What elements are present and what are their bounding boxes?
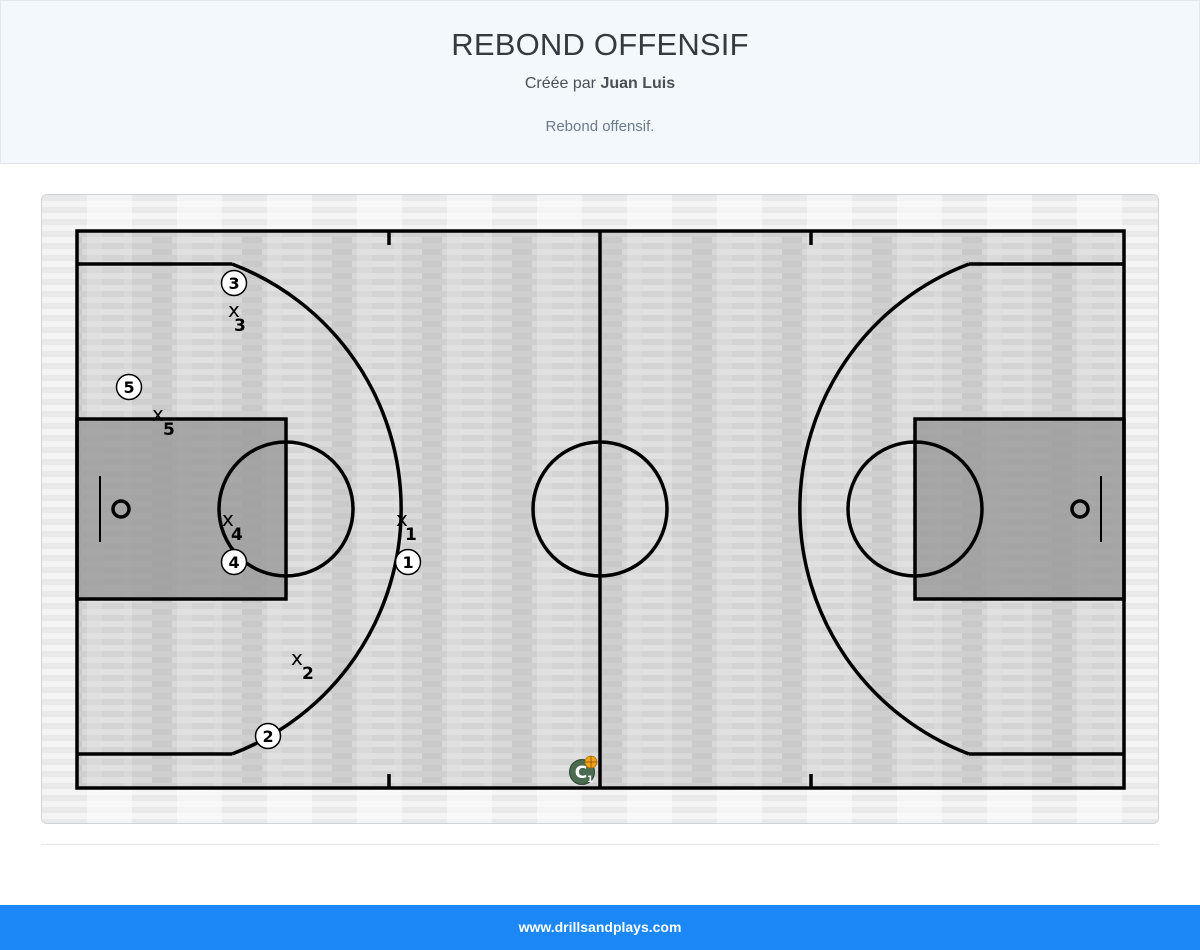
svg-text:x: x [291, 646, 303, 670]
svg-text:C: C [575, 763, 587, 783]
page-header: REBOND OFFENSIF Créée par Juan Luis Rebo… [0, 0, 1200, 164]
svg-text:3: 3 [228, 274, 239, 293]
offense-player-4[interactable]: 4 [220, 548, 248, 576]
offense-player-3[interactable]: 3 [220, 269, 248, 297]
svg-text:x: x [228, 298, 240, 322]
offense-player-1[interactable]: 1 [394, 548, 422, 576]
left-key [77, 419, 286, 599]
right-free-throw-circle [846, 440, 984, 578]
left-key-outline [75, 417, 288, 601]
footer-site-link[interactable]: www.drillsandplays.com [518, 919, 682, 935]
defense-player-3[interactable]: x 3 [228, 298, 246, 336]
play-description: Rebond offensif. [545, 118, 655, 135]
court-diagram: 3 5 4 1 2 x 3 x 5 x 4 [41, 194, 1159, 824]
defense-player-2[interactable]: x 2 [291, 646, 314, 684]
created-by-label: Créée par [524, 75, 596, 92]
defense-player-1[interactable]: x 1 [396, 507, 417, 545]
svg-text:x: x [396, 507, 408, 531]
svg-text:3: 3 [234, 316, 246, 336]
right-key-outline [913, 417, 1126, 601]
section-divider [41, 844, 1159, 845]
author-line: Créée par Juan Luis [1, 74, 1199, 94]
left-hoop [111, 499, 131, 519]
basketball-icon [584, 755, 598, 769]
page-title: REBOND OFFENSIF [451, 27, 749, 62]
left-free-throw-circle [217, 440, 355, 578]
author-name[interactable]: Juan Luis [600, 75, 676, 92]
svg-text:1: 1 [402, 553, 413, 572]
court-svg: 3 5 4 1 2 x 3 x 5 x 4 [42, 195, 1158, 823]
defense-player-5[interactable]: x 5 [152, 402, 175, 440]
page-footer: www.drillsandplays.com [0, 905, 1200, 950]
center-circle [531, 440, 669, 578]
svg-text:x: x [222, 507, 234, 531]
right-key [915, 419, 1124, 599]
svg-text:x: x [152, 402, 164, 426]
svg-text:4: 4 [231, 525, 243, 545]
right-hoop [1070, 499, 1090, 519]
left-three-point-arc [231, 262, 403, 756]
defense-player-4[interactable]: x 4 [222, 507, 243, 545]
svg-text:1: 1 [405, 525, 417, 545]
svg-text:2: 2 [262, 727, 273, 746]
coach-marker[interactable]: C 1 [569, 755, 598, 785]
offense-player-5[interactable]: 5 [115, 373, 143, 401]
svg-text:4: 4 [228, 553, 239, 572]
svg-text:5: 5 [123, 378, 134, 397]
offense-player-2[interactable]: 2 [254, 722, 282, 750]
svg-text:5: 5 [163, 420, 175, 440]
svg-text:2: 2 [302, 664, 314, 684]
svg-text:1: 1 [587, 775, 593, 785]
right-three-point-arc [798, 262, 970, 756]
